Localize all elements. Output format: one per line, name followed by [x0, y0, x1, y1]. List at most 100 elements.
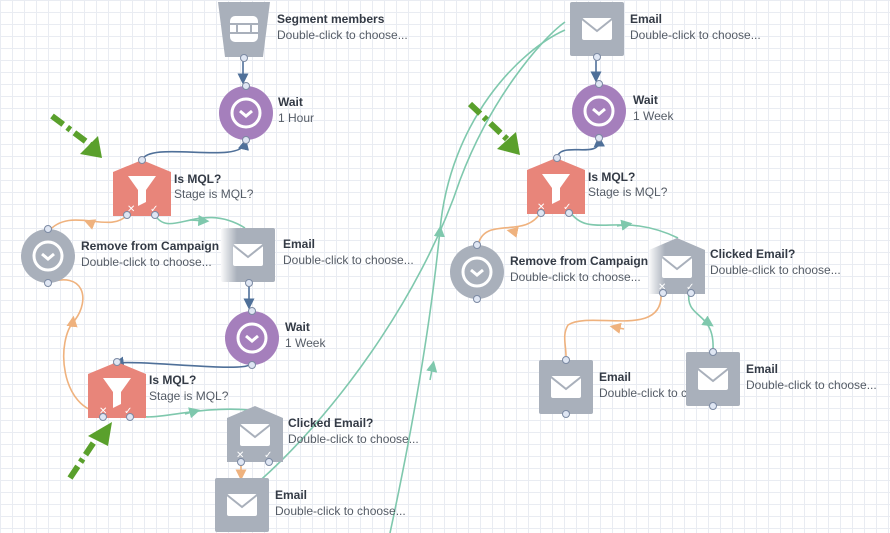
input-port[interactable]	[595, 80, 603, 88]
output-port[interactable]	[595, 134, 603, 142]
input-port[interactable]	[709, 348, 717, 356]
svg-text:✕: ✕	[127, 204, 135, 215]
svg-text:✓: ✓	[563, 202, 571, 213]
envelope-icon	[539, 360, 593, 414]
svg-text:✕: ✕	[99, 406, 107, 417]
input-port[interactable]	[242, 82, 250, 90]
email-node-2[interactable]: Email Double-click to choose...	[215, 478, 415, 533]
node-title: Email	[275, 488, 308, 502]
no-port[interactable]	[537, 209, 545, 217]
wire-clicked-yes-to-email-b	[687, 291, 714, 351]
svg-text:✕: ✕	[537, 202, 545, 213]
wire-mql-r-yes-to-clicked	[569, 211, 679, 239]
no-port[interactable]	[99, 413, 107, 421]
input-port[interactable]	[473, 241, 481, 249]
node-title: Clicked Email?	[710, 247, 796, 261]
yes-port[interactable]	[151, 211, 159, 219]
svg-text:✕: ✕	[236, 450, 244, 461]
is-mql-filter-node-right[interactable]: ✕ ✓ Is MQL? Stage is MQL?	[527, 154, 687, 217]
clock-icon	[219, 86, 273, 140]
clock-icon	[572, 84, 626, 138]
node-title: Wait	[285, 320, 310, 334]
clicked-email-node-right[interactable]: ✕ ✓ Clicked Email? Double-click to choos…	[649, 238, 849, 297]
clock-icon	[21, 229, 75, 283]
wire-wait2-to-mql2	[112, 356, 250, 369]
email-node-1[interactable]: Email Double-click to choose...	[221, 228, 421, 287]
clock-icon	[450, 245, 504, 299]
input-port[interactable]	[248, 307, 256, 315]
wait-1-hour-node[interactable]: Wait 1 Hour	[219, 82, 339, 148]
input-port[interactable]	[113, 358, 121, 366]
remove-from-campaign-node-right[interactable]: Remove from Campaign Double-click to cho…	[450, 241, 660, 303]
node-title: Wait	[278, 95, 303, 109]
output-port[interactable]	[242, 136, 250, 144]
output-port[interactable]	[709, 402, 717, 410]
node-subtitle: Double-click to choose...	[283, 253, 414, 267]
fade-overlay	[221, 228, 237, 282]
node-title: Clicked Email?	[288, 416, 374, 430]
node-title: Email	[746, 362, 779, 376]
node-title: Email	[630, 12, 663, 26]
envelope-icon	[215, 478, 269, 532]
wire-clicked-no-to-email-a	[563, 291, 662, 357]
wire-mql-yes-to-email	[154, 214, 246, 229]
no-port[interactable]	[123, 211, 131, 219]
node-title: Is MQL?	[149, 373, 197, 387]
envelope-icon: ✕ ✓	[227, 406, 283, 462]
output-port[interactable]	[240, 54, 248, 62]
yes-port[interactable]	[265, 458, 273, 466]
node-subtitle: 1 Week	[633, 109, 674, 123]
node-title: Segment members	[277, 12, 385, 26]
yes-port[interactable]	[126, 413, 134, 421]
node-subtitle: Double-click to choose...	[746, 378, 877, 392]
highlight-arrow-2	[67, 422, 112, 480]
filter-icon: ✕ ✓	[113, 160, 171, 216]
wait-1-week-node-right[interactable]: Wait 1 Week	[572, 80, 692, 146]
node-subtitle: 1 Week	[285, 336, 326, 350]
node-subtitle: 1 Hour	[278, 111, 315, 125]
output-port[interactable]	[562, 410, 570, 418]
output-port[interactable]	[245, 279, 253, 287]
email-node-right-a[interactable]: Email Double-click to choose...	[539, 356, 730, 418]
no-port[interactable]	[237, 458, 245, 466]
clock-icon	[225, 311, 279, 365]
output-port[interactable]	[473, 295, 481, 303]
wire-wait-to-mql	[141, 138, 249, 161]
fade-overlay	[649, 238, 665, 294]
svg-text:✓: ✓	[686, 282, 694, 293]
node-subtitle: Double-click to choose...	[710, 263, 841, 277]
node-title: Email	[283, 237, 316, 251]
input-port[interactable]	[44, 225, 52, 233]
wait-1-week-node[interactable]: Wait 1 Week	[225, 307, 345, 373]
svg-text:✓: ✓	[264, 450, 272, 461]
envelope-icon	[570, 2, 624, 56]
node-title: Is MQL?	[174, 172, 222, 186]
input-port[interactable]	[562, 356, 570, 364]
clicked-email-node[interactable]: ✕ ✓ Clicked Email? Double-click to choos…	[227, 406, 427, 466]
node-title: Remove from Campaign	[510, 254, 649, 268]
wire-cross-flow-1	[254, 21, 566, 486]
output-port[interactable]	[593, 53, 601, 61]
email-node-top[interactable]: Email Double-click to choose...	[570, 2, 770, 61]
input-port[interactable]	[553, 154, 561, 162]
is-mql-filter-node-2[interactable]: ✕ ✓ Is MQL? Stage is MQL?	[88, 358, 248, 421]
segment-members-node[interactable]: Segment members Double-click to choose..…	[217, 2, 437, 62]
node-title: Email	[599, 370, 632, 384]
input-port[interactable]	[138, 156, 146, 164]
node-title: Remove from Campaign	[81, 239, 220, 253]
node-title: Is MQL?	[588, 170, 636, 184]
database-icon	[218, 2, 270, 57]
envelope-icon	[686, 352, 740, 406]
highlight-arrow-1	[50, 113, 102, 158]
wire-cross-flow-2	[389, 29, 566, 533]
node-subtitle: Double-click to choose...	[275, 504, 406, 518]
no-port[interactable]	[659, 289, 667, 297]
email-node-right-b[interactable]: Email Double-click to choose...	[686, 348, 886, 410]
output-port[interactable]	[44, 279, 52, 287]
yes-port[interactable]	[565, 209, 573, 217]
output-port[interactable]	[248, 361, 256, 369]
remove-from-campaign-node[interactable]: Remove from Campaign Double-click to cho…	[21, 225, 231, 287]
is-mql-filter-node-1[interactable]: ✕ ✓ Is MQL? Stage is MQL?	[113, 156, 273, 219]
yes-port[interactable]	[687, 289, 695, 297]
